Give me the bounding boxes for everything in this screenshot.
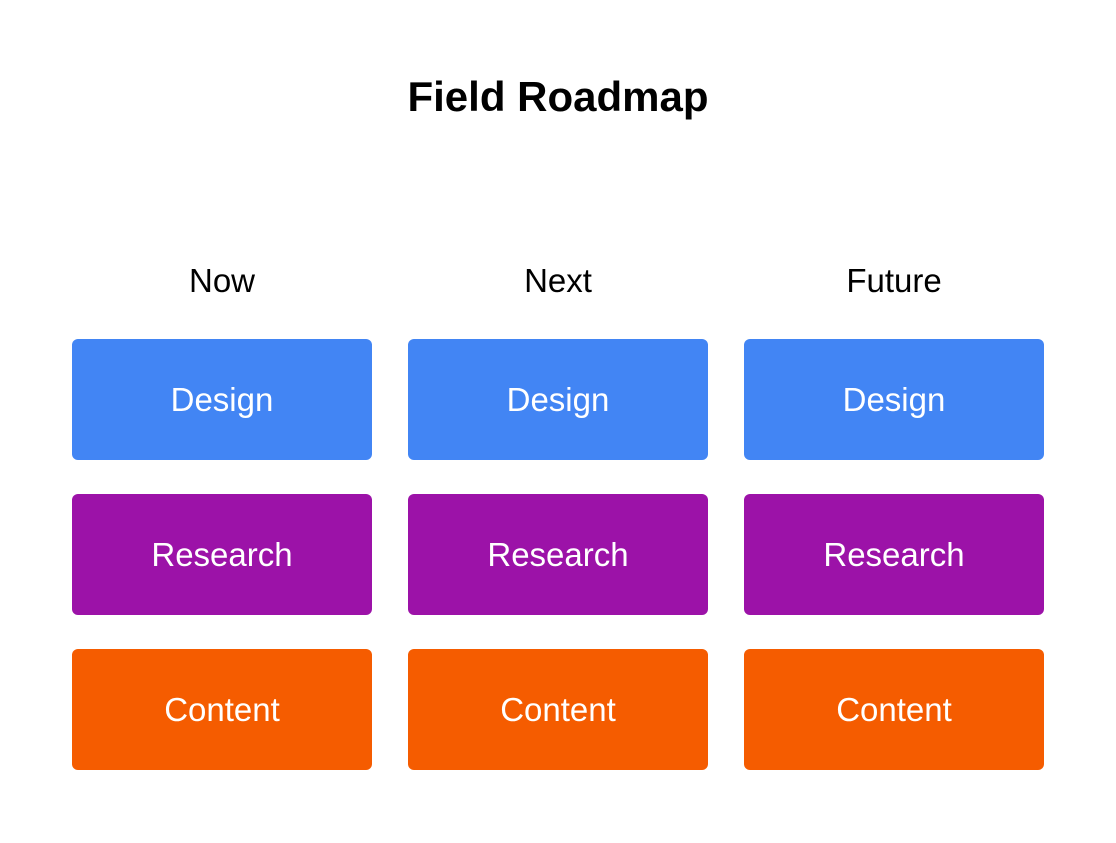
card-now-design[interactable]: Design xyxy=(72,339,372,460)
card-label: Design xyxy=(842,381,946,418)
card-label: Content xyxy=(164,691,280,728)
roadmap-column-next: Next Design Research Content xyxy=(408,255,708,770)
column-header-future: Future xyxy=(846,261,942,299)
column-header-next: Next xyxy=(524,261,592,299)
card-label: Content xyxy=(500,691,616,728)
card-next-design[interactable]: Design xyxy=(408,339,708,460)
column-header-now: Now xyxy=(188,261,256,299)
card-label: Content xyxy=(836,691,952,728)
card-next-content[interactable]: Content xyxy=(408,649,708,770)
card-stack-now: Design Research Content xyxy=(72,339,372,770)
card-future-design[interactable]: Design xyxy=(744,339,1044,460)
card-future-content[interactable]: Content xyxy=(744,649,1044,770)
roadmap-column-future: Future Design Research Content xyxy=(744,255,1044,770)
card-future-research[interactable]: Research xyxy=(744,494,1044,615)
card-stack-next: Design Research Content xyxy=(408,339,708,770)
card-next-research[interactable]: Research xyxy=(408,494,708,615)
card-label: Research xyxy=(823,536,965,573)
card-label: Research xyxy=(151,536,293,573)
card-label: Research xyxy=(487,536,629,573)
roadmap-board: Now Design Research Content Next Design xyxy=(72,255,1044,770)
card-label: Design xyxy=(170,381,274,418)
card-now-content[interactable]: Content xyxy=(72,649,372,770)
page-title: Field Roadmap xyxy=(407,73,709,120)
roadmap-column-now: Now Design Research Content xyxy=(72,255,372,770)
card-stack-future: Design Research Content xyxy=(744,339,1044,770)
card-label: Design xyxy=(506,381,610,418)
card-now-research[interactable]: Research xyxy=(72,494,372,615)
